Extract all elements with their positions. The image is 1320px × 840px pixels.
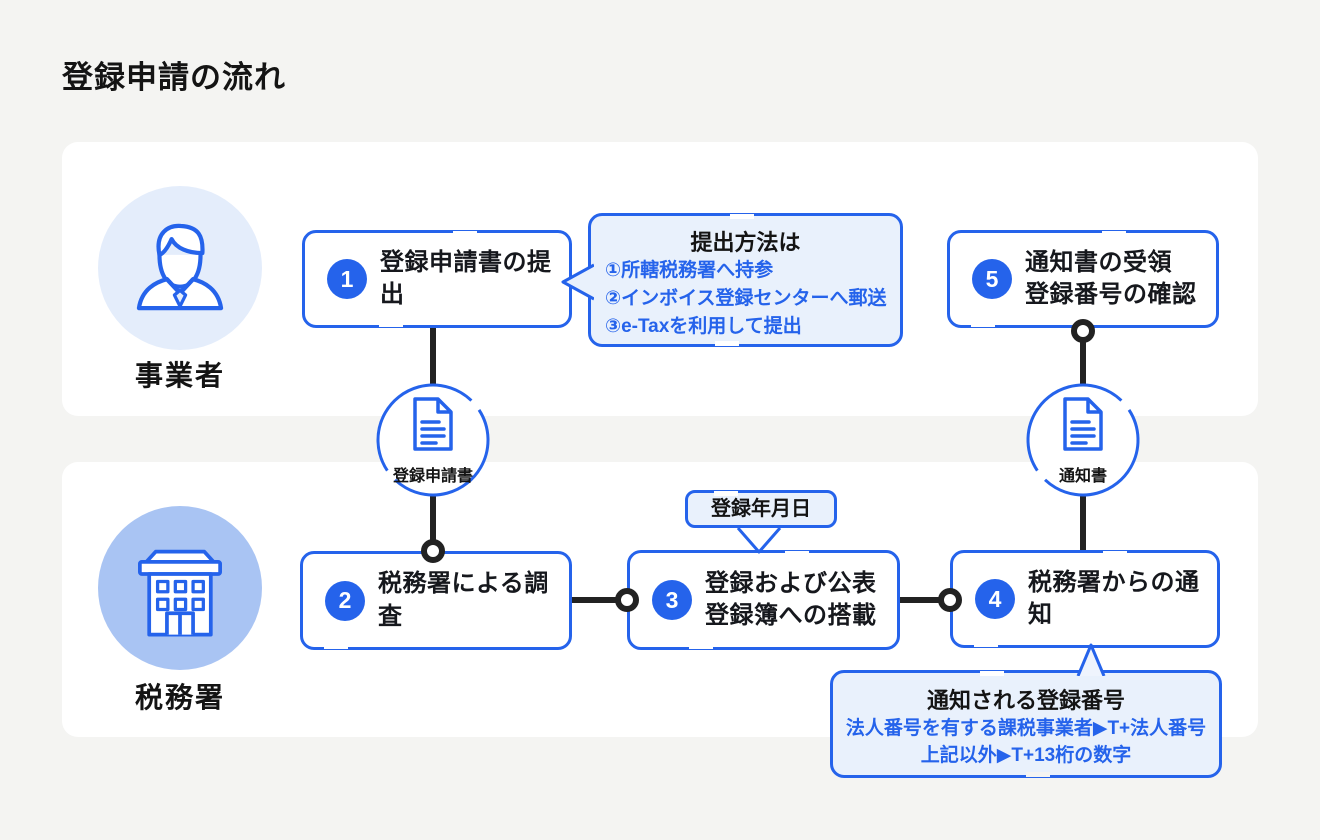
connector-step2-step3 [570,597,620,603]
step-number-badge: 2 [325,580,365,621]
callout-pointer-left [561,263,594,301]
step-number-badge: 3 [652,580,692,620]
step-label: 税務署からの通知 [1028,568,1200,628]
connector-node-icon [1071,319,1095,343]
connector-step3-step4 [898,597,944,603]
document-notification: 通知書 [1025,382,1141,498]
step-label: 税務署による調査 [378,570,549,630]
step-label: 通知書の受領 [1025,248,1172,276]
step-label: 登録簿への搭載 [705,602,877,629]
step-4-box: 4 税務署からの通知 [950,550,1220,648]
document-label: 登録申請書 [392,468,473,485]
callout-pointer-up [1076,643,1106,676]
page-title: 登録申請の流れ [62,60,286,95]
person-glyph [136,223,224,311]
step-label: 登録番号の確認 [1025,281,1197,308]
step-label: 登録申請書の提出 [380,248,552,308]
callout-title: 通知される登録番号 [926,688,1125,713]
document-icon [413,397,453,451]
callout-submission-methods: 提出方法は ①所轄税務署へ持参 ②インボイス登録センターへ郵送 ③e-Taxを利… [561,213,903,347]
connector-node-icon [421,539,445,563]
callout-registration-number: 通知される登録番号 法人番号を有する課税事業者▶T+法人番号 上記以外▶T+13… [830,643,1222,778]
step-label: 登録および公表 [705,569,877,597]
lane-label-business: 事業者 [134,360,225,391]
callout-pointer-down [736,527,782,554]
document-icon [1063,397,1103,451]
callout-registration-date: 登録年月日 [685,490,837,554]
callout-item: ③e-Taxを利用して提出 [605,316,802,337]
building-glyph [138,549,222,637]
step-number-badge: 1 [327,259,367,299]
step-number-badge: 4 [975,579,1015,619]
connector-node-icon [615,588,639,612]
step-2-box: 2 税務署による調査 [300,551,572,650]
callout-item: ②インボイス登録センターへ郵送 [605,288,887,309]
step-3-box: 3 登録および公表 登録簿への搭載 [627,550,900,650]
callout-label: 登録年月日 [711,498,811,520]
callout-item: ①所轄税務署へ持参 [605,260,774,281]
connector-node-icon [938,588,962,612]
callout-item: 上記以外▶T+13桁の数字 [920,745,1132,766]
step-1-box: 1 登録申請書の提出 [302,230,572,328]
businessperson-icon [98,186,262,350]
callout-title: 提出方法は [690,230,801,255]
step-5-box: 5 通知書の受領 登録番号の確認 [947,230,1219,328]
tax-office-building-icon [98,506,262,670]
lane-label-tax-office: 税務署 [134,682,225,713]
document-label: 通知書 [1058,468,1107,485]
callout-item: 法人番号を有する課税事業者▶T+法人番号 [845,718,1207,739]
document-registration-application: 登録申請書 [375,382,491,498]
step-number-badge: 5 [972,259,1012,299]
